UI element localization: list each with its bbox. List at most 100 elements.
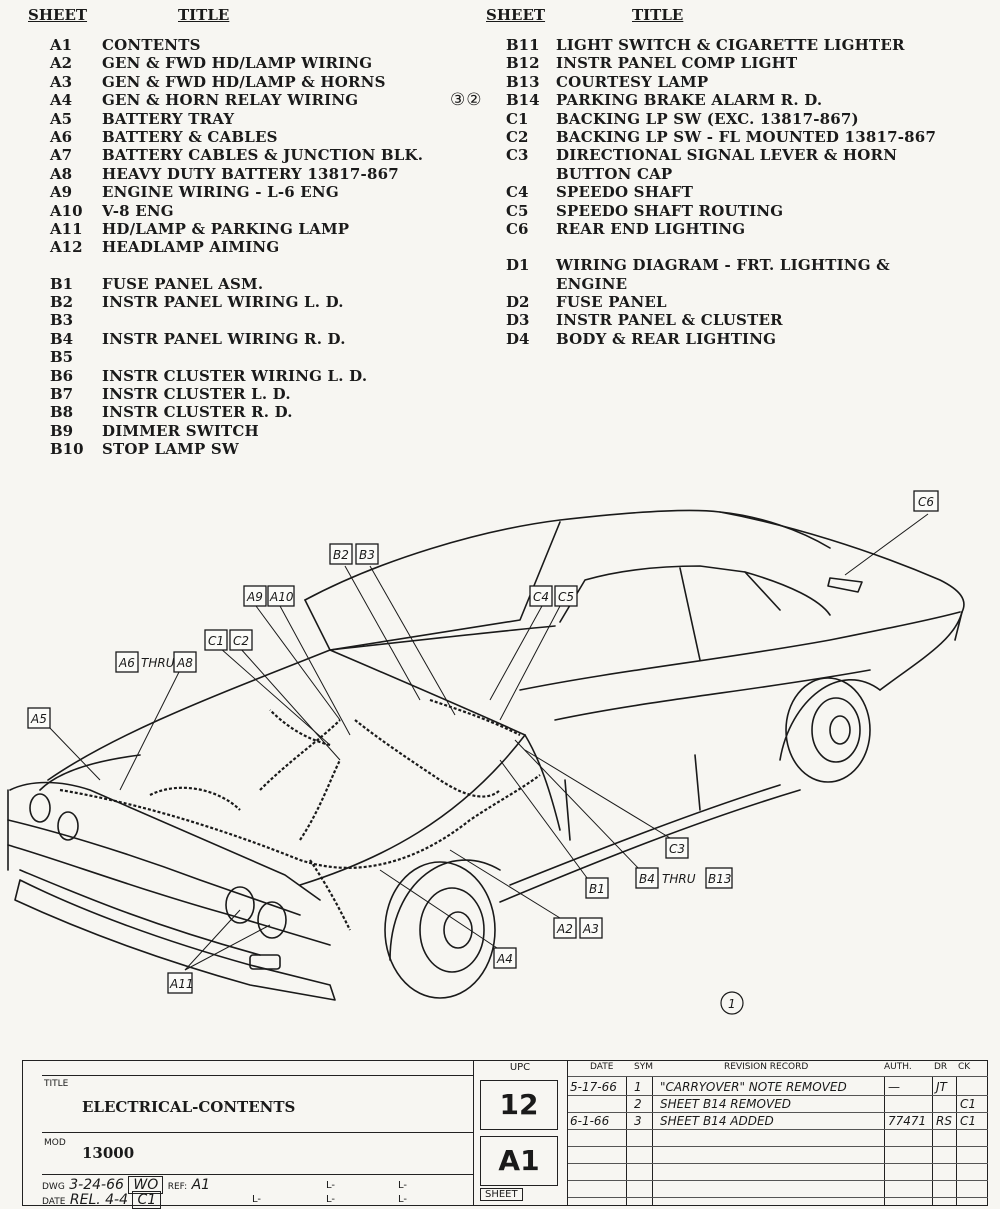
index-row: D3 INSTR PANEL & CLUSTER — [486, 311, 956, 329]
rev-header-record: REVISION RECORD — [724, 1062, 809, 1072]
rev-header-dr: DR — [934, 1062, 948, 1072]
sheet-code: B10 — [50, 440, 84, 459]
car-body-outline — [7, 509, 965, 1001]
sheet-title: INSTR CLUSTER L. D. — [102, 385, 291, 404]
sheet-code: A7 — [50, 146, 73, 165]
side-label-mod: MOD — [44, 1138, 66, 1148]
rev-header-auth: AUTH. — [884, 1062, 912, 1072]
revision-record: DATE SYM REVISION RECORD AUTH. DR CK 5-1… — [568, 1060, 988, 1206]
callout-a10: A10 — [267, 585, 295, 607]
leader-lines — [47, 513, 929, 971]
revision-marks: ③② — [450, 90, 483, 111]
index-row: BUTTON CAP — [486, 165, 956, 183]
title-block: TITLE ELECTRICAL-CONTENTS MOD 13000 DWG … — [22, 1056, 990, 1209]
sheet-code: C5 — [506, 201, 529, 220]
revision-ck: C1 — [960, 1114, 977, 1128]
sheet-code: D2 — [506, 293, 530, 312]
rev-rule — [568, 1095, 988, 1096]
date-label: DATE — [42, 1197, 66, 1207]
callout-b2: B2 — [329, 543, 353, 565]
sheet-code: B1 — [50, 274, 74, 293]
sheet-title: LIGHT SWITCH & CIGARETTE LIGHTER — [556, 36, 905, 54]
revision-mark-circle: 1 — [720, 991, 744, 1015]
sheet-code: B8 — [50, 403, 74, 422]
svg-text:C5: C5 — [558, 590, 574, 604]
rev-divider — [956, 1076, 957, 1206]
svg-text:C2: C2 — [233, 634, 249, 648]
rev-header-ck: CK — [958, 1062, 971, 1072]
revision-sym: 3 — [634, 1114, 642, 1128]
drawing-title: ELECTRICAL-CONTENTS — [82, 1098, 296, 1116]
revision-auth: — — [888, 1080, 900, 1094]
sheet-title: PARKING BRAKE ALARM R. D. — [556, 91, 823, 110]
sheet-title: INSTR CLUSTER WIRING L. D. — [102, 366, 368, 385]
callout-a4: A4 — [493, 947, 517, 969]
l-mark: L- — [252, 1194, 262, 1205]
sheet-code: A10 — [50, 201, 83, 220]
callout-c4: C4 — [529, 585, 553, 607]
upc-label: UPC — [509, 1062, 531, 1073]
title-header: TITLE — [632, 6, 684, 24]
sheet-code: D3 — [506, 311, 530, 330]
rev-rule — [568, 1146, 988, 1147]
sheet-title: ENGINE — [556, 274, 628, 293]
sheet-title: INSTR PANEL WIRING L. D. — [102, 293, 344, 312]
svg-text:B13: B13 — [708, 872, 732, 886]
sheet-title: INSTR PANEL & CLUSTER — [556, 311, 783, 330]
upc-block: UPC 12 A1 SHEET — [474, 1060, 568, 1206]
sheet-label: SHEET — [480, 1188, 523, 1201]
sheet-title: INSTR PANEL COMP LIGHT — [556, 54, 798, 73]
index-row: ENGINE — [486, 275, 956, 293]
svg-text:A4: A4 — [496, 952, 513, 966]
index-header: SHEET TITLE — [486, 4, 956, 36]
sheet-code: A2 — [50, 54, 73, 73]
sheet-title: GEN & HORN RELAY WIRING — [102, 91, 359, 110]
callout-b13: B13 — [705, 867, 733, 889]
callout-b4: B4 — [635, 867, 659, 889]
sheet-code: C1 — [506, 109, 529, 128]
callout-c1: C1 — [204, 629, 228, 651]
rev-divider — [626, 1076, 627, 1206]
svg-text:C1: C1 — [208, 634, 224, 648]
sheet-code: B5 — [50, 348, 74, 367]
sheet-title: CONTENTS — [102, 36, 201, 54]
svg-text:B3: B3 — [359, 548, 375, 562]
sheet-code: B14 — [506, 91, 540, 110]
sheet-title: DIRECTIONAL SIGNAL LEVER & HORN — [556, 146, 898, 165]
sheet-title: SPEEDO SHAFT ROUTING — [556, 201, 784, 220]
model-number: 13000 — [82, 1144, 135, 1162]
sheet-title: REAR END LIGHTING — [556, 219, 746, 238]
revision-date: 6-1-66 — [570, 1114, 610, 1128]
index-row: A1 CONTENTS — [28, 36, 468, 54]
revision-sym: 2 — [634, 1097, 642, 1111]
sheet-code: B3 — [50, 311, 74, 330]
callout-c3: C3 — [665, 837, 689, 859]
l-mark: L- — [326, 1180, 336, 1191]
svg-text:A5: A5 — [30, 712, 47, 726]
sheet-code: A1 — [50, 36, 73, 54]
callout-b3: B3 — [355, 543, 379, 565]
revision-dr: JT — [936, 1080, 947, 1094]
sheet-code: A3 — [50, 72, 73, 91]
sheet-title: INSTR PANEL WIRING R. D. — [102, 329, 346, 348]
sheet-code: C2 — [506, 127, 529, 146]
rev-divider — [932, 1076, 933, 1206]
sheet-code: B13 — [506, 72, 540, 91]
index-row: C5 SPEEDO SHAFT ROUTING — [486, 202, 956, 220]
